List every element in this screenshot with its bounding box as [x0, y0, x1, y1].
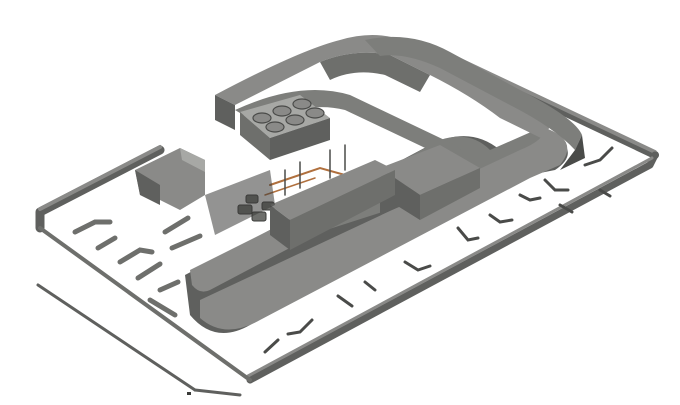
- frame-rail-left: [35, 145, 165, 233]
- air-handling-unit: [240, 95, 330, 160]
- fan-icons: [252, 98, 325, 133]
- left-elbow-duct: [135, 148, 205, 210]
- branch-pipes-left: [72, 215, 203, 318]
- frame-rail-bottom-left: [38, 226, 252, 382]
- stray-marks: [187, 392, 191, 395]
- interior-shadow: [205, 170, 275, 235]
- supply-duct-lower: [270, 160, 395, 250]
- copper-piping: [264, 144, 346, 196]
- outer-pipe-frame: [35, 53, 659, 397]
- duct-ring-upper: [215, 35, 550, 140]
- branch-pipes-right: [263, 146, 614, 354]
